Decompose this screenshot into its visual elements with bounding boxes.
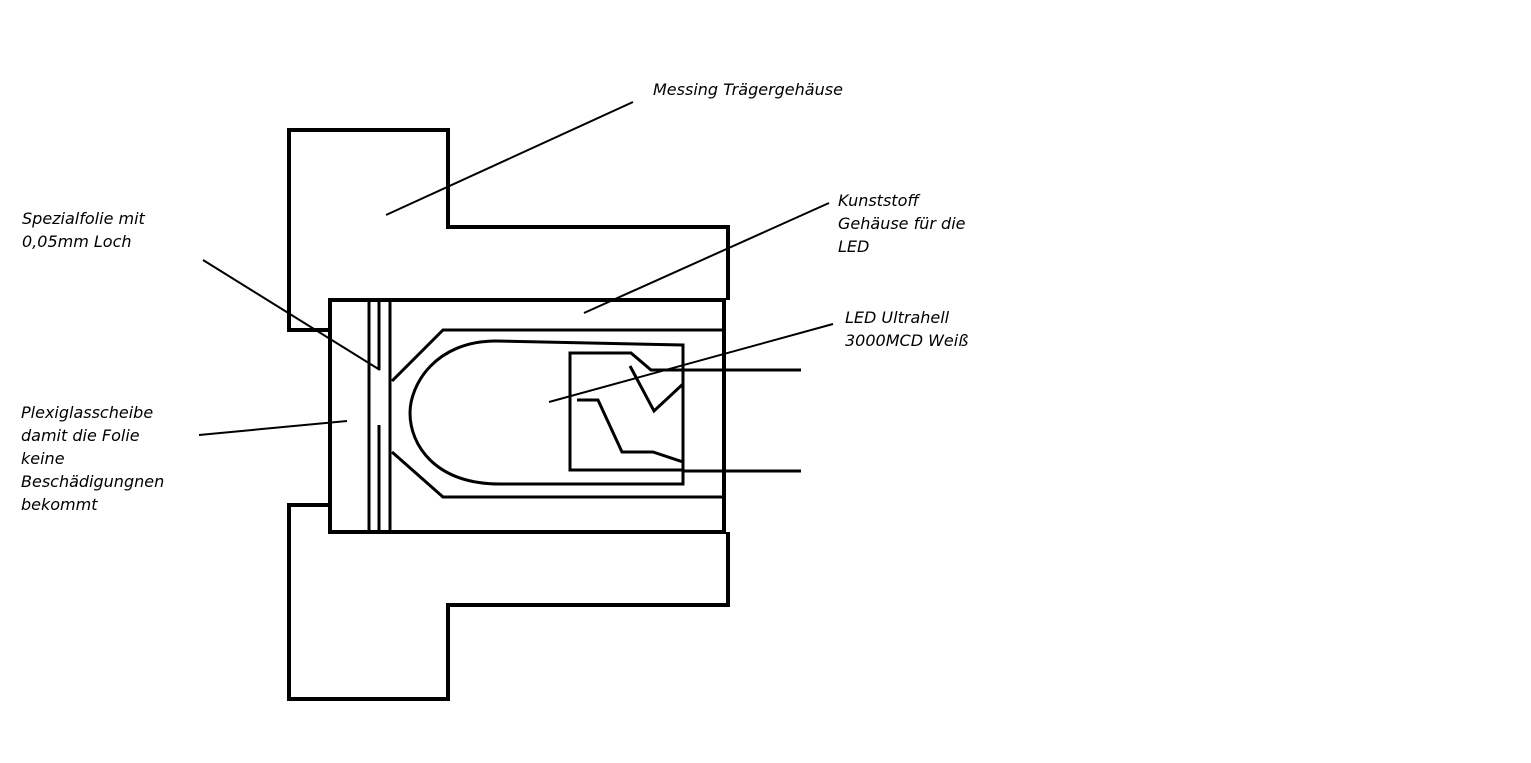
leader-messing — [385, 101, 634, 216]
led-dome — [408, 339, 685, 486]
label-kunststoff: Kunststoff Gehäuse für die LED — [838, 191, 966, 256]
leader-led — [548, 323, 834, 403]
leader-kunststoff — [583, 202, 830, 314]
brass-housing-lower-outline — [287, 503, 730, 701]
led-cathode-frame — [577, 398, 685, 470]
label-plexiglas: Plexiglasscheibe damit die Folie keine B… — [21, 403, 165, 514]
led-die-frame — [628, 365, 685, 414]
leader-spezialfolie — [202, 259, 381, 371]
plastic-cavity-outline — [390, 328, 722, 383]
leader-plexiglas — [198, 420, 348, 436]
brass-housing-upper-outline — [287, 128, 730, 332]
label-spezialfolie: Spezialfolie mit 0,05mm Loch — [22, 209, 145, 251]
plastic-cavity-outline-lower — [391, 450, 722, 499]
plastic-housing-outer — [328, 298, 726, 534]
label-led: LED Ultrahell 3000MCD Weiß — [845, 308, 969, 350]
led-anode-lead — [568, 351, 801, 472]
label-messing: Messing Trägergehäuse — [653, 80, 843, 99]
